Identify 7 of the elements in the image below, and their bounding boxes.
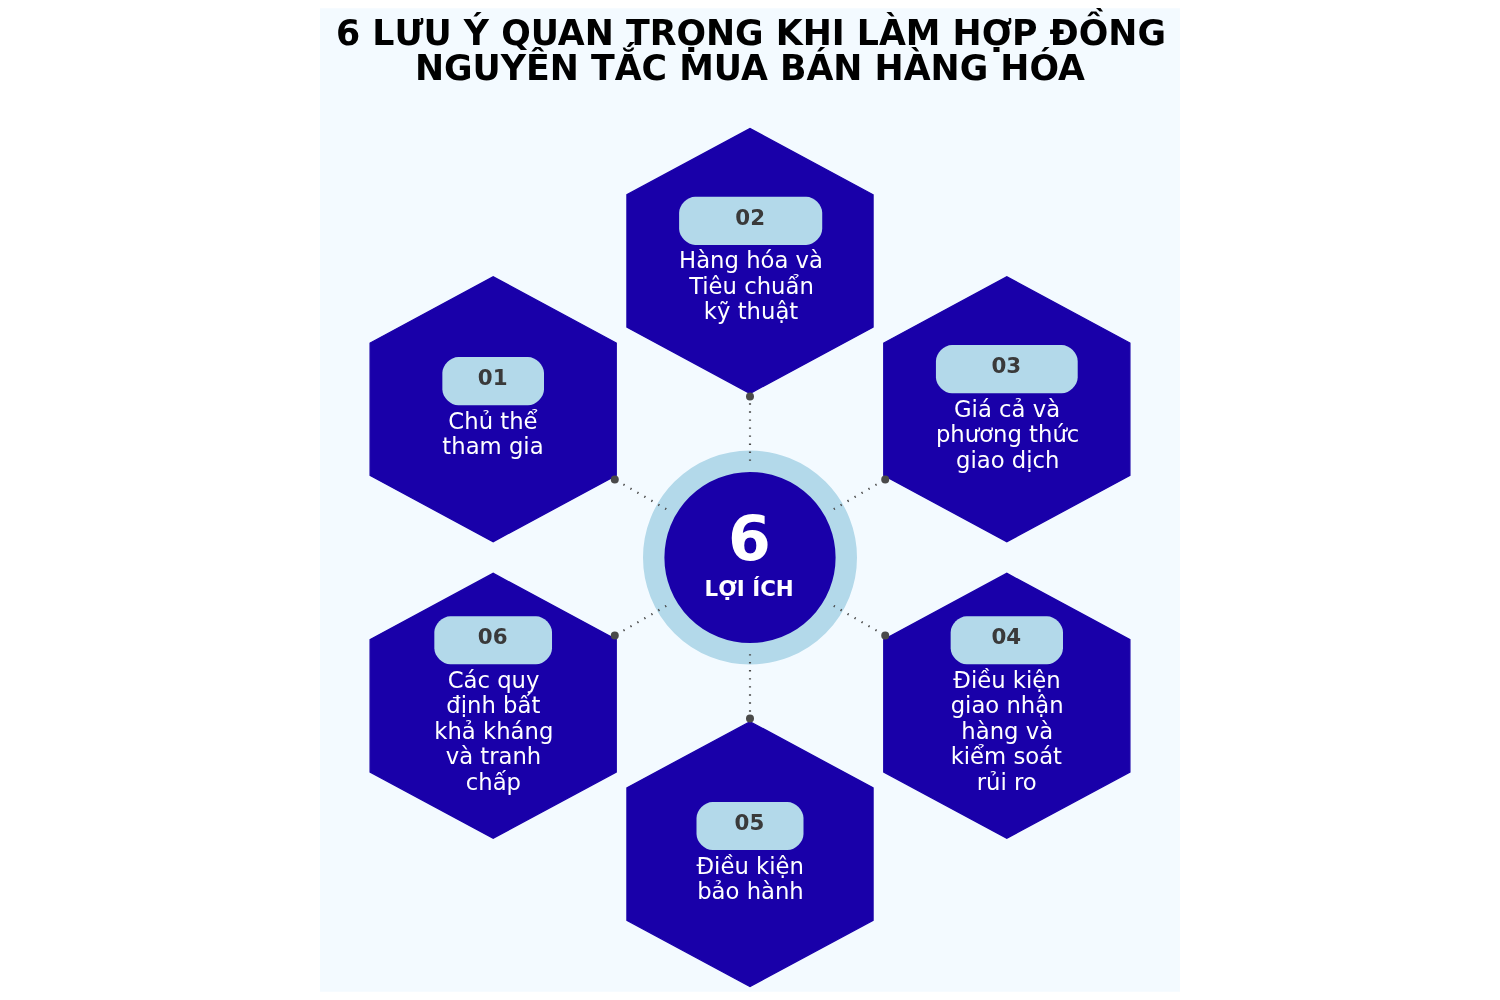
connector <box>610 604 667 640</box>
node-circle: 6 LỢI ÍCH <box>643 450 857 665</box>
connector <box>610 475 667 511</box>
connector <box>833 475 890 511</box>
connector <box>746 654 754 723</box>
connector <box>746 392 754 461</box>
connector <box>833 604 890 640</box>
